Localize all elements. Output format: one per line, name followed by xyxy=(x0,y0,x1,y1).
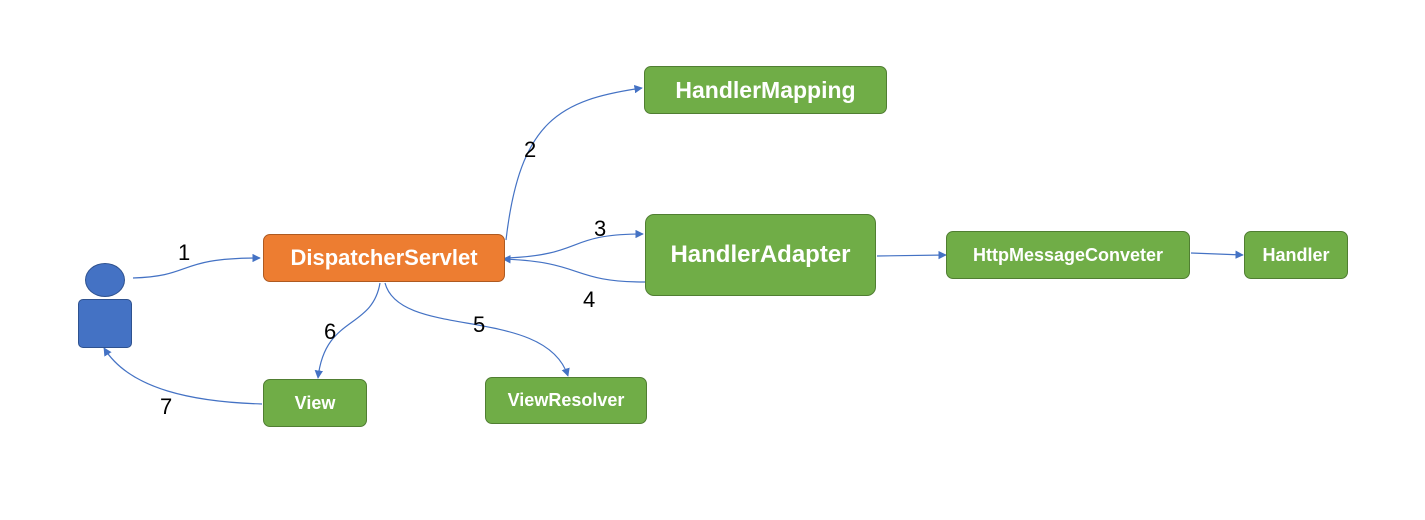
arrow-dispatcher-to-handlermapping xyxy=(505,84,643,241)
node-view: View xyxy=(263,379,367,427)
arrow-dispatcher-to-viewresolver xyxy=(384,282,570,377)
step-label-3: 3 xyxy=(594,216,607,241)
node-handler: Handler xyxy=(1244,231,1348,279)
step-label-6: 6 xyxy=(324,319,337,344)
user-actor xyxy=(78,263,132,348)
person-icon-head xyxy=(85,263,125,297)
arrow-view-to-user xyxy=(103,347,263,405)
step-label-7: 7 xyxy=(160,394,173,419)
arrow-user-to-dispatcher xyxy=(132,253,261,279)
arrow-httpmessageconverter-to-handler xyxy=(1190,250,1244,259)
node-handler-adapter: HandlerAdapter xyxy=(645,214,876,296)
step-label-1: 1 xyxy=(178,240,191,265)
person-icon-body xyxy=(78,299,132,348)
step-label-5: 5 xyxy=(473,312,486,337)
arrow-dispatcher-to-handleradapter xyxy=(505,229,644,259)
step-label-4: 4 xyxy=(583,287,596,312)
node-dispatcher-servlet: DispatcherServlet xyxy=(263,234,505,282)
arrow-dispatcher-to-view xyxy=(314,282,381,379)
node-view-resolver: ViewResolver xyxy=(485,377,647,424)
arrow-handleradapter-to-httpmessageconverter xyxy=(876,250,947,260)
arrow-handleradapter-to-dispatcher xyxy=(502,255,646,283)
node-handler-mapping: HandlerMapping xyxy=(644,66,887,114)
node-http-message-converter: HttpMessageConveter xyxy=(946,231,1190,279)
step-label-2: 2 xyxy=(524,137,537,162)
